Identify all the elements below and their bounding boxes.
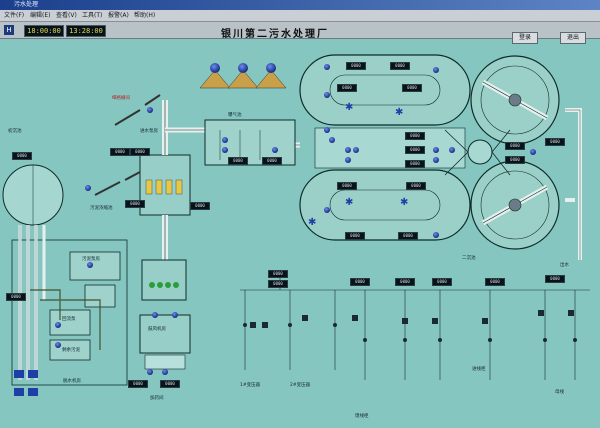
app-logo-icon: H xyxy=(4,25,14,35)
label-busbar: 母线 xyxy=(555,390,564,395)
label-pump-room: 进水泵房 xyxy=(140,129,158,134)
menu-view[interactable]: 查看(V) xyxy=(56,12,77,19)
readout-dist-a: 0000 xyxy=(505,142,525,150)
label-secondary: 二沉池 xyxy=(462,256,476,261)
label-excess-sludge: 剩余污泥 xyxy=(62,348,80,353)
readout-tank1-b: 0000 xyxy=(390,62,410,70)
mixer-icons: ✱ ✱ ✱ ✱ ✱ xyxy=(308,102,408,228)
influent-pumps[interactable] xyxy=(199,63,287,89)
readout-left-b: 0000 xyxy=(130,148,150,156)
readout-tank2-c: 0000 xyxy=(345,232,365,240)
label-transformer-2: 2#变压器 xyxy=(290,383,311,388)
menu-edit[interactable]: 编辑(E) xyxy=(30,12,51,19)
screen-conveyors[interactable] xyxy=(94,94,161,196)
svg-text:✱: ✱ xyxy=(345,102,353,113)
readout-tank2-d: 0000 xyxy=(398,232,418,240)
label-dewater: 脱水机房 xyxy=(63,379,81,384)
label-dosing: 加药间 xyxy=(150,396,164,401)
menu-tools[interactable]: 工具(T) xyxy=(82,12,103,19)
label-clarifier: 初沉池 xyxy=(8,129,22,134)
label-transformer-1: 1#变压器 xyxy=(240,383,261,388)
readout-elec-1: 0000 xyxy=(268,270,288,278)
readout-bottom-b: 0000 xyxy=(160,380,180,388)
readout-grit: 0000 xyxy=(125,200,145,208)
readout-elec-4: 0000 xyxy=(395,278,415,286)
svg-text:✱: ✱ xyxy=(400,197,408,208)
label-sludge-pump: 污泥泵房 xyxy=(82,257,100,262)
readout-tank2-b: 0000 xyxy=(406,182,426,190)
readout-sludge-a: 0000 xyxy=(6,293,26,301)
breaker-marks xyxy=(243,310,577,342)
blower-building[interactable] xyxy=(139,314,191,370)
readout-mid-b: 0000 xyxy=(405,146,425,154)
menu-help[interactable]: 帮助(H) xyxy=(134,12,156,19)
readout-tank2-a: 0000 xyxy=(337,182,357,190)
exit-button[interactable]: 退出 xyxy=(560,32,586,44)
menu-alarm[interactable]: 报警(A) xyxy=(108,12,129,19)
date-display: 13:28:00 xyxy=(66,25,106,37)
electrical-diagram xyxy=(240,270,590,380)
secondary-clarifier-2[interactable] xyxy=(470,160,560,250)
readout-tank1-a: 0000 xyxy=(346,62,366,70)
svg-text:✱: ✱ xyxy=(308,217,316,228)
readout-elec-6: 0000 xyxy=(485,278,505,286)
readout-elec-3: 0000 xyxy=(350,278,370,286)
readout-bottom-a: 0000 xyxy=(128,380,148,388)
menu-file[interactable]: 文件(F) xyxy=(4,12,25,19)
label-blower: 鼓风机房 xyxy=(148,327,166,332)
label-outflow: 出水 xyxy=(560,263,569,268)
readout-left-a: 0000 xyxy=(110,148,130,156)
label-incoming: 进线柜 xyxy=(472,367,486,372)
readout-mid-a: 0000 xyxy=(405,132,425,140)
time-display: 18:00:00 xyxy=(24,25,64,37)
readout-elec-right: 0000 xyxy=(545,275,565,283)
label-return-pump: 回流泵 xyxy=(62,317,76,322)
readout-feed-b: 0000 xyxy=(262,157,282,165)
label-aeration: 曝气池 xyxy=(228,113,242,118)
readout-feed-a: 0000 xyxy=(228,157,248,165)
pump-indicators xyxy=(55,64,536,375)
menu-bar: 文件(F) 编辑(E) 查看(V) 工具(T) 报警(A) 帮助(H) xyxy=(0,10,600,22)
grit-channel[interactable] xyxy=(139,154,191,216)
window-title: 污水处理 xyxy=(14,1,39,8)
readout-tank1-c: 0000 xyxy=(337,84,357,92)
aeration-tank-upper[interactable] xyxy=(299,54,471,126)
readout-elec-5: 0000 xyxy=(432,278,452,286)
label-feeder: 馈线柜 xyxy=(355,414,369,419)
secondary-clarifier-1[interactable] xyxy=(470,55,560,145)
title-bar: 污水处理 xyxy=(0,0,600,10)
left-clarifier[interactable] xyxy=(2,164,64,226)
readout-tank1-d: 0000 xyxy=(402,84,422,92)
readout-grit-b: 0000 xyxy=(190,202,210,210)
readout-dist-c: 0000 xyxy=(545,138,565,146)
readout-elec-2: 0000 xyxy=(268,280,288,288)
login-button[interactable]: 登录 xyxy=(512,32,538,44)
readout-mid-c: 0000 xyxy=(405,160,425,168)
page-title: 银川第二污水处理厂 xyxy=(221,29,329,40)
pump-house[interactable] xyxy=(141,259,187,301)
svg-text:✱: ✱ xyxy=(345,197,353,208)
label-sludge: 污泥浓缩池 xyxy=(90,206,113,211)
readout-dist-b: 0000 xyxy=(505,156,525,164)
sludge-section[interactable] xyxy=(11,225,128,396)
svg-text:✱: ✱ xyxy=(395,107,403,118)
toolbar: H 18:00:00 13:28:00 xyxy=(0,22,600,39)
label-grit: 细格栅间 xyxy=(112,96,130,101)
readout-clarifier: 0000 xyxy=(12,152,32,160)
aeration-tank-lower[interactable] xyxy=(299,169,471,241)
